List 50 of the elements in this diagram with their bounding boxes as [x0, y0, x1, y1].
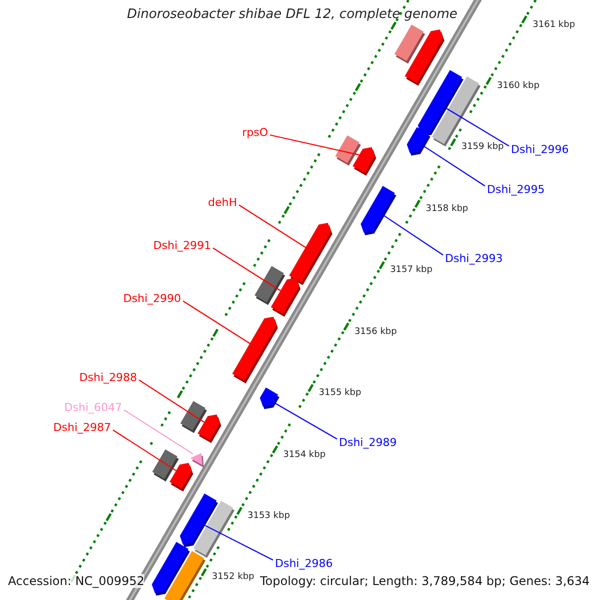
gene-label: Dshi_6047: [64, 401, 122, 415]
accession-text: Accession: NC_009952: [8, 574, 144, 588]
leader-line: [202, 524, 274, 560]
gene-label: Dshi_2988: [79, 371, 137, 385]
gene-segment: [352, 147, 376, 176]
gene-label: Dshi_2987: [53, 421, 111, 435]
scale-label: 3154 kbp: [283, 448, 326, 462]
gene-segment: [404, 30, 444, 86]
scale-label: 3156 kbp: [354, 326, 397, 339]
leader-line: [124, 410, 194, 454]
gene-label: Dshi_2986: [275, 557, 333, 571]
leader-line: [270, 134, 360, 156]
gene-label: Dshi_2991: [153, 239, 211, 253]
scale-label: 3159 kbp: [461, 141, 504, 154]
leader-line: [273, 402, 338, 440]
gene-segment: [360, 186, 396, 236]
leader-line: [422, 144, 486, 186]
leader-line: [382, 214, 444, 256]
leader-line: [444, 106, 510, 146]
gene-label: Dshi_2995: [487, 183, 545, 197]
gene-segment: [170, 462, 194, 492]
scale-label: 3153 kbp: [248, 510, 290, 523]
gene-label: Dshi_2993: [445, 252, 503, 266]
gene-label: Dshi_2990: [123, 292, 181, 306]
gene-segment: [232, 316, 278, 384]
genome-summary: Topology: circular; Length: 3,789,584 bp; Genes: 3,634: [260, 574, 590, 588]
gene-segment: [289, 222, 332, 286]
gene-segment: [190, 452, 204, 468]
gene-segment: [260, 388, 280, 410]
scale-label: 3158 kbp: [426, 202, 468, 216]
scale-label: 3161 kbp: [532, 18, 576, 32]
leader-line: [182, 300, 250, 344]
leader-line: [212, 248, 281, 292]
map-title: Dinoroseobacter shibae DFL 12, complete genome: [127, 8, 458, 22]
gene-segment: [198, 414, 222, 444]
scale-label: 3152 kbp: [212, 571, 254, 584]
gene-label: Dshi_2989: [339, 436, 397, 450]
gene-label: Dshi_2996: [511, 143, 569, 157]
gene-segment: [406, 127, 430, 156]
scale-label: 3157 kbp: [390, 264, 432, 278]
gene-block: [164, 550, 206, 600]
gene-label: dehH: [208, 196, 237, 210]
scale-label: 3155 kbp: [318, 387, 362, 400]
gene-block: [193, 500, 235, 558]
scale-label: 3160 kbp: [497, 80, 540, 93]
gene-label: rpsO: [242, 126, 268, 140]
leader-line: [138, 380, 205, 423]
leader-line: [112, 430, 176, 472]
leader-line: [238, 204, 306, 248]
gene-segment: [270, 278, 300, 317]
